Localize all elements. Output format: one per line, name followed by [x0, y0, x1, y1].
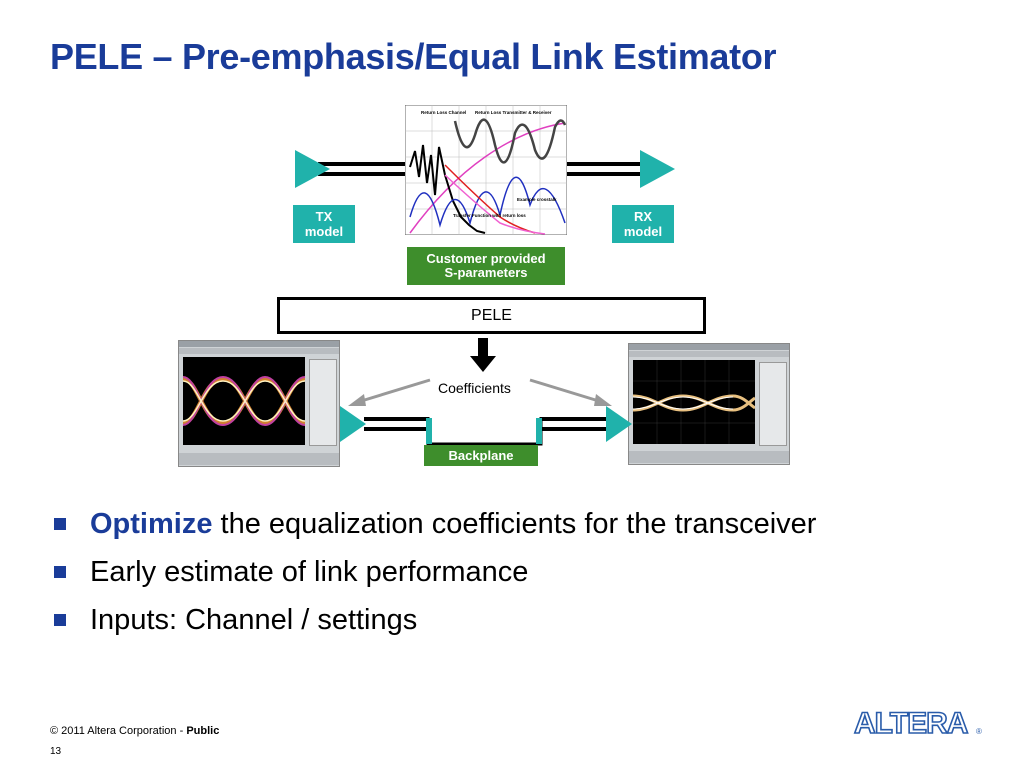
pele-label: PELE [471, 306, 512, 324]
left-arrow-icon [348, 394, 366, 406]
bullet-item: Inputs: Channel / settings [54, 596, 816, 644]
rx-model-box: RX model [612, 205, 674, 243]
bullet-text: the equalization coefficients for the tr… [212, 508, 817, 540]
coefficient-arrows [348, 378, 612, 406]
copyright-text: © 2011 Altera Corporation - [50, 725, 187, 737]
rx-triangle-icon [640, 150, 675, 188]
backplane-tx-triangle-icon [340, 406, 366, 442]
plot-annotation-3: Transfer Function with return loss [453, 213, 526, 218]
page-number: 13 [50, 746, 62, 757]
bullet-item: Optimize the equalization coefficients f… [54, 500, 816, 548]
tx-triangle-icon [295, 150, 330, 188]
left-eye-plot [183, 357, 305, 445]
left-eye-diagram-window [178, 340, 340, 467]
altera-logo: ALTERA ® [853, 706, 982, 740]
backplane-box: Backplane [424, 445, 538, 466]
down-arrow-icon [470, 338, 496, 372]
right-eye-plot [633, 360, 755, 444]
backplane-channel-lines [340, 406, 632, 446]
top-channel-lines [295, 150, 675, 188]
right-eye-diagram-window [628, 343, 790, 465]
tx-model-box: TX model [293, 205, 355, 243]
backplane-label: Backplane [448, 447, 514, 463]
right-arrow-icon [594, 394, 612, 406]
pele-box: PELE [277, 297, 706, 334]
logo-text: ALTERA [854, 707, 968, 740]
slide-title: PELE – Pre-emphasis/Equal Link Estimator [50, 36, 777, 77]
tx-model-label: TX model [304, 209, 344, 239]
bullet-item: Early estimate of link performance [54, 548, 816, 596]
bullet-highlight: Optimize [90, 508, 213, 540]
bullet-text: Inputs: Channel / settings [90, 604, 418, 636]
sparameters-box: Customer provided S-parameters [407, 247, 565, 285]
plot-annotation-1: Return Loss Channel [421, 110, 466, 115]
backplane-rx-triangle-icon [606, 406, 632, 442]
rx-model-label: RX model [623, 209, 663, 239]
logo-mark: ® [976, 727, 982, 736]
sparameters-label: Customer provided S-parameters [426, 251, 546, 280]
plot-annotation-4: Example crosstalk [517, 197, 557, 202]
bullet-text: Early estimate of link performance [90, 556, 529, 588]
footer-copyright: © 2011 Altera Corporation - Public [50, 725, 219, 737]
sparameter-plot: Return Loss Channel Return Loss Transmit… [405, 105, 567, 235]
plot-annotation-2: Return Loss Transmitter & Receiver [475, 110, 552, 115]
classification-text: Public [186, 725, 220, 737]
coefficients-label: Coefficients [438, 380, 511, 396]
bullet-list: Optimize the equalization coefficients f… [54, 500, 816, 644]
